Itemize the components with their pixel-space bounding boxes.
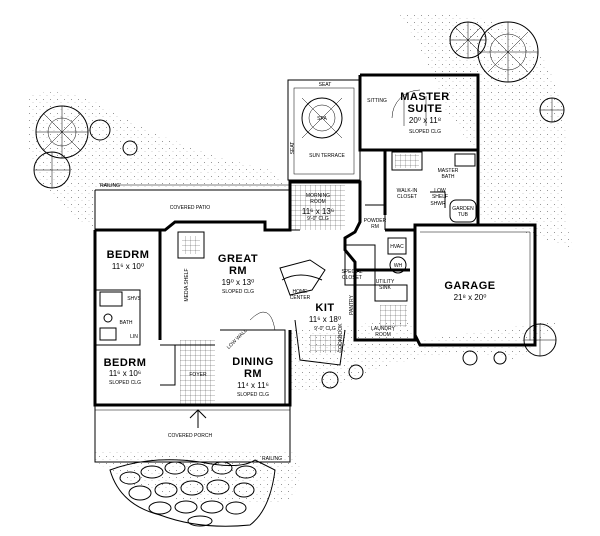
tree-top-right-small bbox=[449, 21, 487, 59]
special-closet-label-2: CLOSET bbox=[342, 275, 362, 281]
tree-left bbox=[33, 151, 71, 189]
morning-room-label-1: MORNING bbox=[306, 193, 330, 199]
tree-top-right-large bbox=[477, 21, 539, 83]
labels: MASTER SUITE 20⁰ x 11⁸ SITTING SLOPED CL… bbox=[100, 82, 495, 462]
bedroom2-clg: SLOPED CLG bbox=[109, 380, 141, 386]
great-room-fireplace bbox=[177, 231, 205, 259]
morning-room bbox=[290, 185, 345, 230]
garage-dim: 21⁸ x 20⁰ bbox=[454, 293, 487, 302]
foyer-label: FOYER bbox=[189, 372, 207, 378]
master-sloped-clg: SLOPED CLG bbox=[409, 129, 441, 135]
dining-room bbox=[220, 311, 286, 405]
bath-label: BATH bbox=[120, 320, 133, 326]
great-room-label-1: GREAT bbox=[218, 253, 258, 265]
hvac-label: HVAC bbox=[390, 244, 404, 250]
dining-room-clg: SLOPED CLG bbox=[237, 392, 269, 398]
pantry-label: PANTRY bbox=[349, 294, 355, 314]
sitting-label: SITTING bbox=[367, 98, 387, 104]
powder-room-label-2: RM bbox=[371, 224, 379, 230]
seat-top-label: SEAT bbox=[319, 82, 332, 88]
great-room-label-2: RM bbox=[229, 265, 247, 277]
tree-bottom-right bbox=[523, 323, 557, 357]
water-heater-label: WH bbox=[394, 263, 403, 269]
sun-terrace-label: SUN TERRACE bbox=[309, 153, 345, 159]
garage-label: GARAGE bbox=[444, 280, 495, 292]
foyer-area bbox=[175, 340, 215, 405]
railing-bottom-label: RAILING bbox=[262, 456, 282, 462]
dining-room-label-2: RM bbox=[244, 368, 262, 380]
morning-room-dim: 11⁶ x 13⁶ bbox=[302, 207, 334, 216]
low-shelf-label-2: SHELF bbox=[432, 194, 448, 200]
master-suite-label-1: MASTER bbox=[400, 91, 449, 103]
shrubs-bottom bbox=[321, 350, 507, 389]
shower-label: SHWR bbox=[430, 201, 446, 207]
great-room-clg: SLOPED CLG bbox=[222, 289, 254, 295]
shrub-top-left bbox=[89, 119, 138, 156]
bedroom2-dim: 11⁶ x 10⁶ bbox=[109, 369, 141, 378]
railing-top-label: RAILING bbox=[100, 183, 120, 189]
kitchen-clg: 9'-0" CLG bbox=[314, 326, 336, 332]
bedroom1-label: BEDRM bbox=[107, 249, 150, 261]
laundry-and-powder bbox=[353, 204, 417, 342]
shelves-label: SHVS bbox=[127, 296, 141, 302]
trees bbox=[33, 21, 565, 389]
spa-label: SPA bbox=[317, 116, 327, 122]
seat-side-label: SEAT bbox=[290, 142, 296, 155]
dining-room-dim: 11⁴ x 11⁶ bbox=[237, 381, 269, 390]
garden-tub-label-2: TUB bbox=[458, 212, 469, 218]
landscaping bbox=[26, 14, 575, 505]
walk-in-closet-label-1: WALK-IN bbox=[397, 188, 418, 194]
laundry-room-label-1: LAUNDRY bbox=[371, 326, 395, 332]
bedroom1-dim: 11⁶ x 10⁰ bbox=[112, 262, 144, 271]
master-bath-label-1: MASTER bbox=[438, 168, 459, 174]
master-suite-walls bbox=[358, 73, 480, 215]
home-center-label-1: HOME bbox=[293, 289, 309, 295]
morning-room-clg: 9'-0" CLG bbox=[307, 216, 329, 222]
walk-in-closet-label-2: CLOSET bbox=[397, 194, 417, 200]
special-closet-label-1: SPECIAL bbox=[341, 269, 362, 275]
kitchen-dim: 11⁶ x 18⁰ bbox=[309, 315, 341, 324]
powder-room-label-1: POWDER bbox=[364, 218, 387, 224]
utility-sink-label-1: UTILITY bbox=[376, 279, 395, 285]
home-center-label-2: CENTER bbox=[290, 295, 311, 301]
cookbook-label: COOKBOOK bbox=[338, 323, 344, 353]
covered-patio bbox=[94, 184, 290, 230]
low-wall-label: LOW WALL bbox=[226, 328, 249, 351]
covered-porch bbox=[94, 405, 291, 463]
low-shelf-label-1: LOW bbox=[434, 188, 446, 194]
master-suite-label-2: SUITE bbox=[408, 103, 443, 115]
bedroom2-label: BEDRM bbox=[104, 357, 147, 369]
covered-patio-label: COVERED PATIO bbox=[170, 205, 210, 211]
tree-top-left-large bbox=[35, 105, 89, 159]
garage bbox=[413, 223, 537, 347]
master-suite-dim: 20⁰ x 11⁸ bbox=[409, 116, 441, 125]
sun-terrace bbox=[287, 79, 361, 181]
morning-room-label-2: ROOM bbox=[310, 199, 326, 205]
garden-tub-label-1: GARDEN bbox=[452, 206, 474, 212]
shrub-right bbox=[539, 97, 565, 123]
linen-label: LIN bbox=[130, 334, 138, 340]
kitchen-label: KIT bbox=[315, 302, 334, 314]
kitchen bbox=[279, 244, 376, 366]
laundry-room-label-2: ROOM bbox=[375, 332, 391, 338]
dining-room-label-1: DINING bbox=[232, 356, 274, 368]
covered-porch-label: COVERED PORCH bbox=[168, 433, 213, 439]
great-room-dim: 19⁰ x 13⁰ bbox=[222, 278, 255, 287]
bath-fixtures bbox=[99, 291, 123, 341]
master-bath-label-2: BATH bbox=[442, 174, 455, 180]
media-shelf-label: MEDIA SHELF bbox=[184, 268, 190, 301]
utility-sink-label-2: SINK bbox=[379, 285, 391, 291]
